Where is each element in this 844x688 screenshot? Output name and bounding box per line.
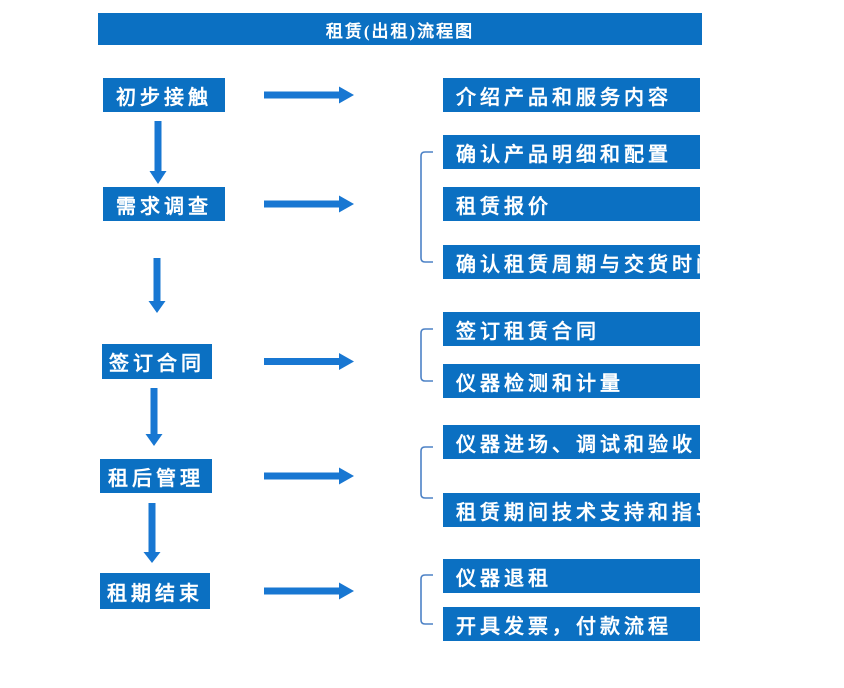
arrow-right-4 [264, 467, 354, 485]
bracket-post-rental-group [420, 446, 433, 499]
arrow-right-1 [264, 86, 354, 104]
arrow-right-5 [264, 582, 354, 600]
step-rental-end: 租期结束 [100, 573, 210, 609]
arrow-down-4 [143, 503, 161, 563]
bracket-demand-survey-group [420, 151, 433, 263]
step-initial-contact: 初步接触 [103, 78, 225, 112]
detail-instrument-return: 仪器退租 [443, 559, 700, 593]
detail-invoice-payment: 开具发票，付款流程 [443, 607, 700, 641]
arrow-down-3 [145, 388, 163, 446]
arrow-down-1 [149, 121, 167, 184]
bracket-rental-end-group [420, 574, 433, 625]
arrow-down-2 [148, 258, 166, 313]
title-bar: 租赁(出租)流程图 [98, 13, 702, 45]
step-sign-contract: 签订合同 [102, 344, 212, 379]
detail-instrument-inspection: 仪器检测和计量 [443, 364, 700, 398]
detail-technical-support: 租赁期间技术支持和指导 [443, 493, 700, 527]
step-demand-survey: 需求调查 [103, 187, 225, 221]
arrow-right-3 [264, 353, 354, 370]
detail-confirm-period-delivery: 确认租赁周期与交货时间 [443, 245, 700, 279]
detail-confirm-product-config: 确认产品明细和配置 [443, 135, 700, 169]
detail-rental-quote: 租赁报价 [443, 187, 700, 221]
arrow-right-2 [264, 195, 354, 213]
detail-sign-rental-contract: 签订租赁合同 [443, 312, 700, 346]
detail-intro-products-services: 介绍产品和服务内容 [443, 78, 700, 112]
page-title: 租赁(出租)流程图 [325, 21, 475, 41]
detail-instrument-arrival-acceptance: 仪器进场、调试和验收 [443, 425, 700, 459]
bracket-sign-contract-group [420, 328, 433, 382]
step-post-rental-management: 租后管理 [100, 459, 212, 493]
